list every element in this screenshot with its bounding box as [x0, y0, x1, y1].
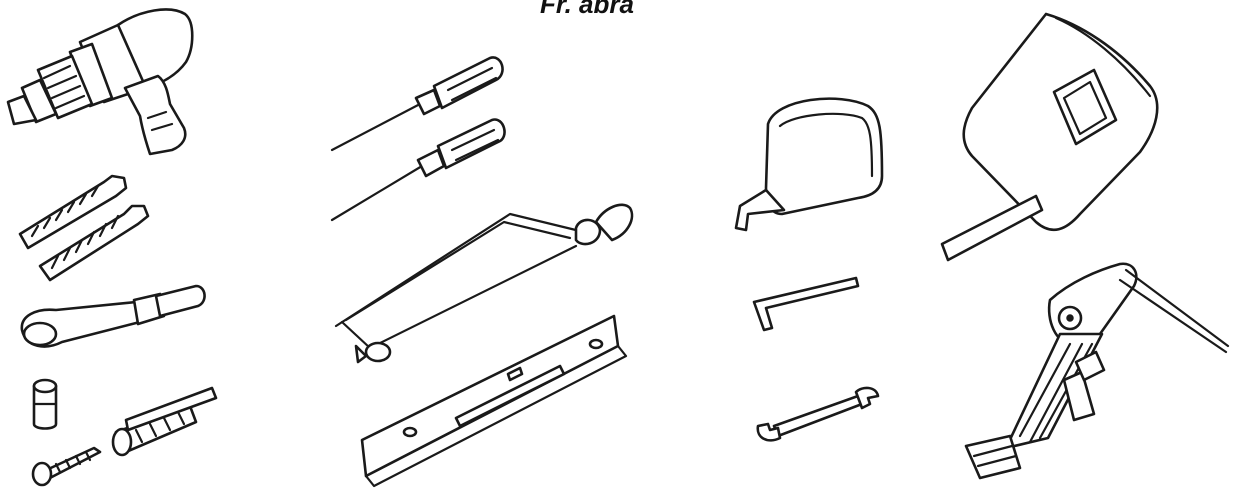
drill-bit-icon — [18, 174, 150, 282]
screwdriver-icon — [330, 56, 506, 222]
socket-icon — [32, 378, 58, 430]
hex-key-icon — [752, 276, 860, 332]
ratchet-wrench-icon — [20, 284, 206, 348]
welding-mask-icon — [940, 12, 1159, 262]
electrode-holder-icon — [964, 262, 1230, 480]
figure-label: Fr. ábra — [540, 0, 634, 19]
drill-icon — [6, 8, 194, 156]
screw-icon — [31, 446, 102, 487]
spirit-level-icon — [360, 314, 628, 488]
wall-plug-icon — [111, 386, 218, 457]
open-end-wrench-icon — [756, 386, 880, 442]
tape-measure-icon — [734, 97, 884, 232]
hacksaw-icon — [334, 203, 634, 364]
